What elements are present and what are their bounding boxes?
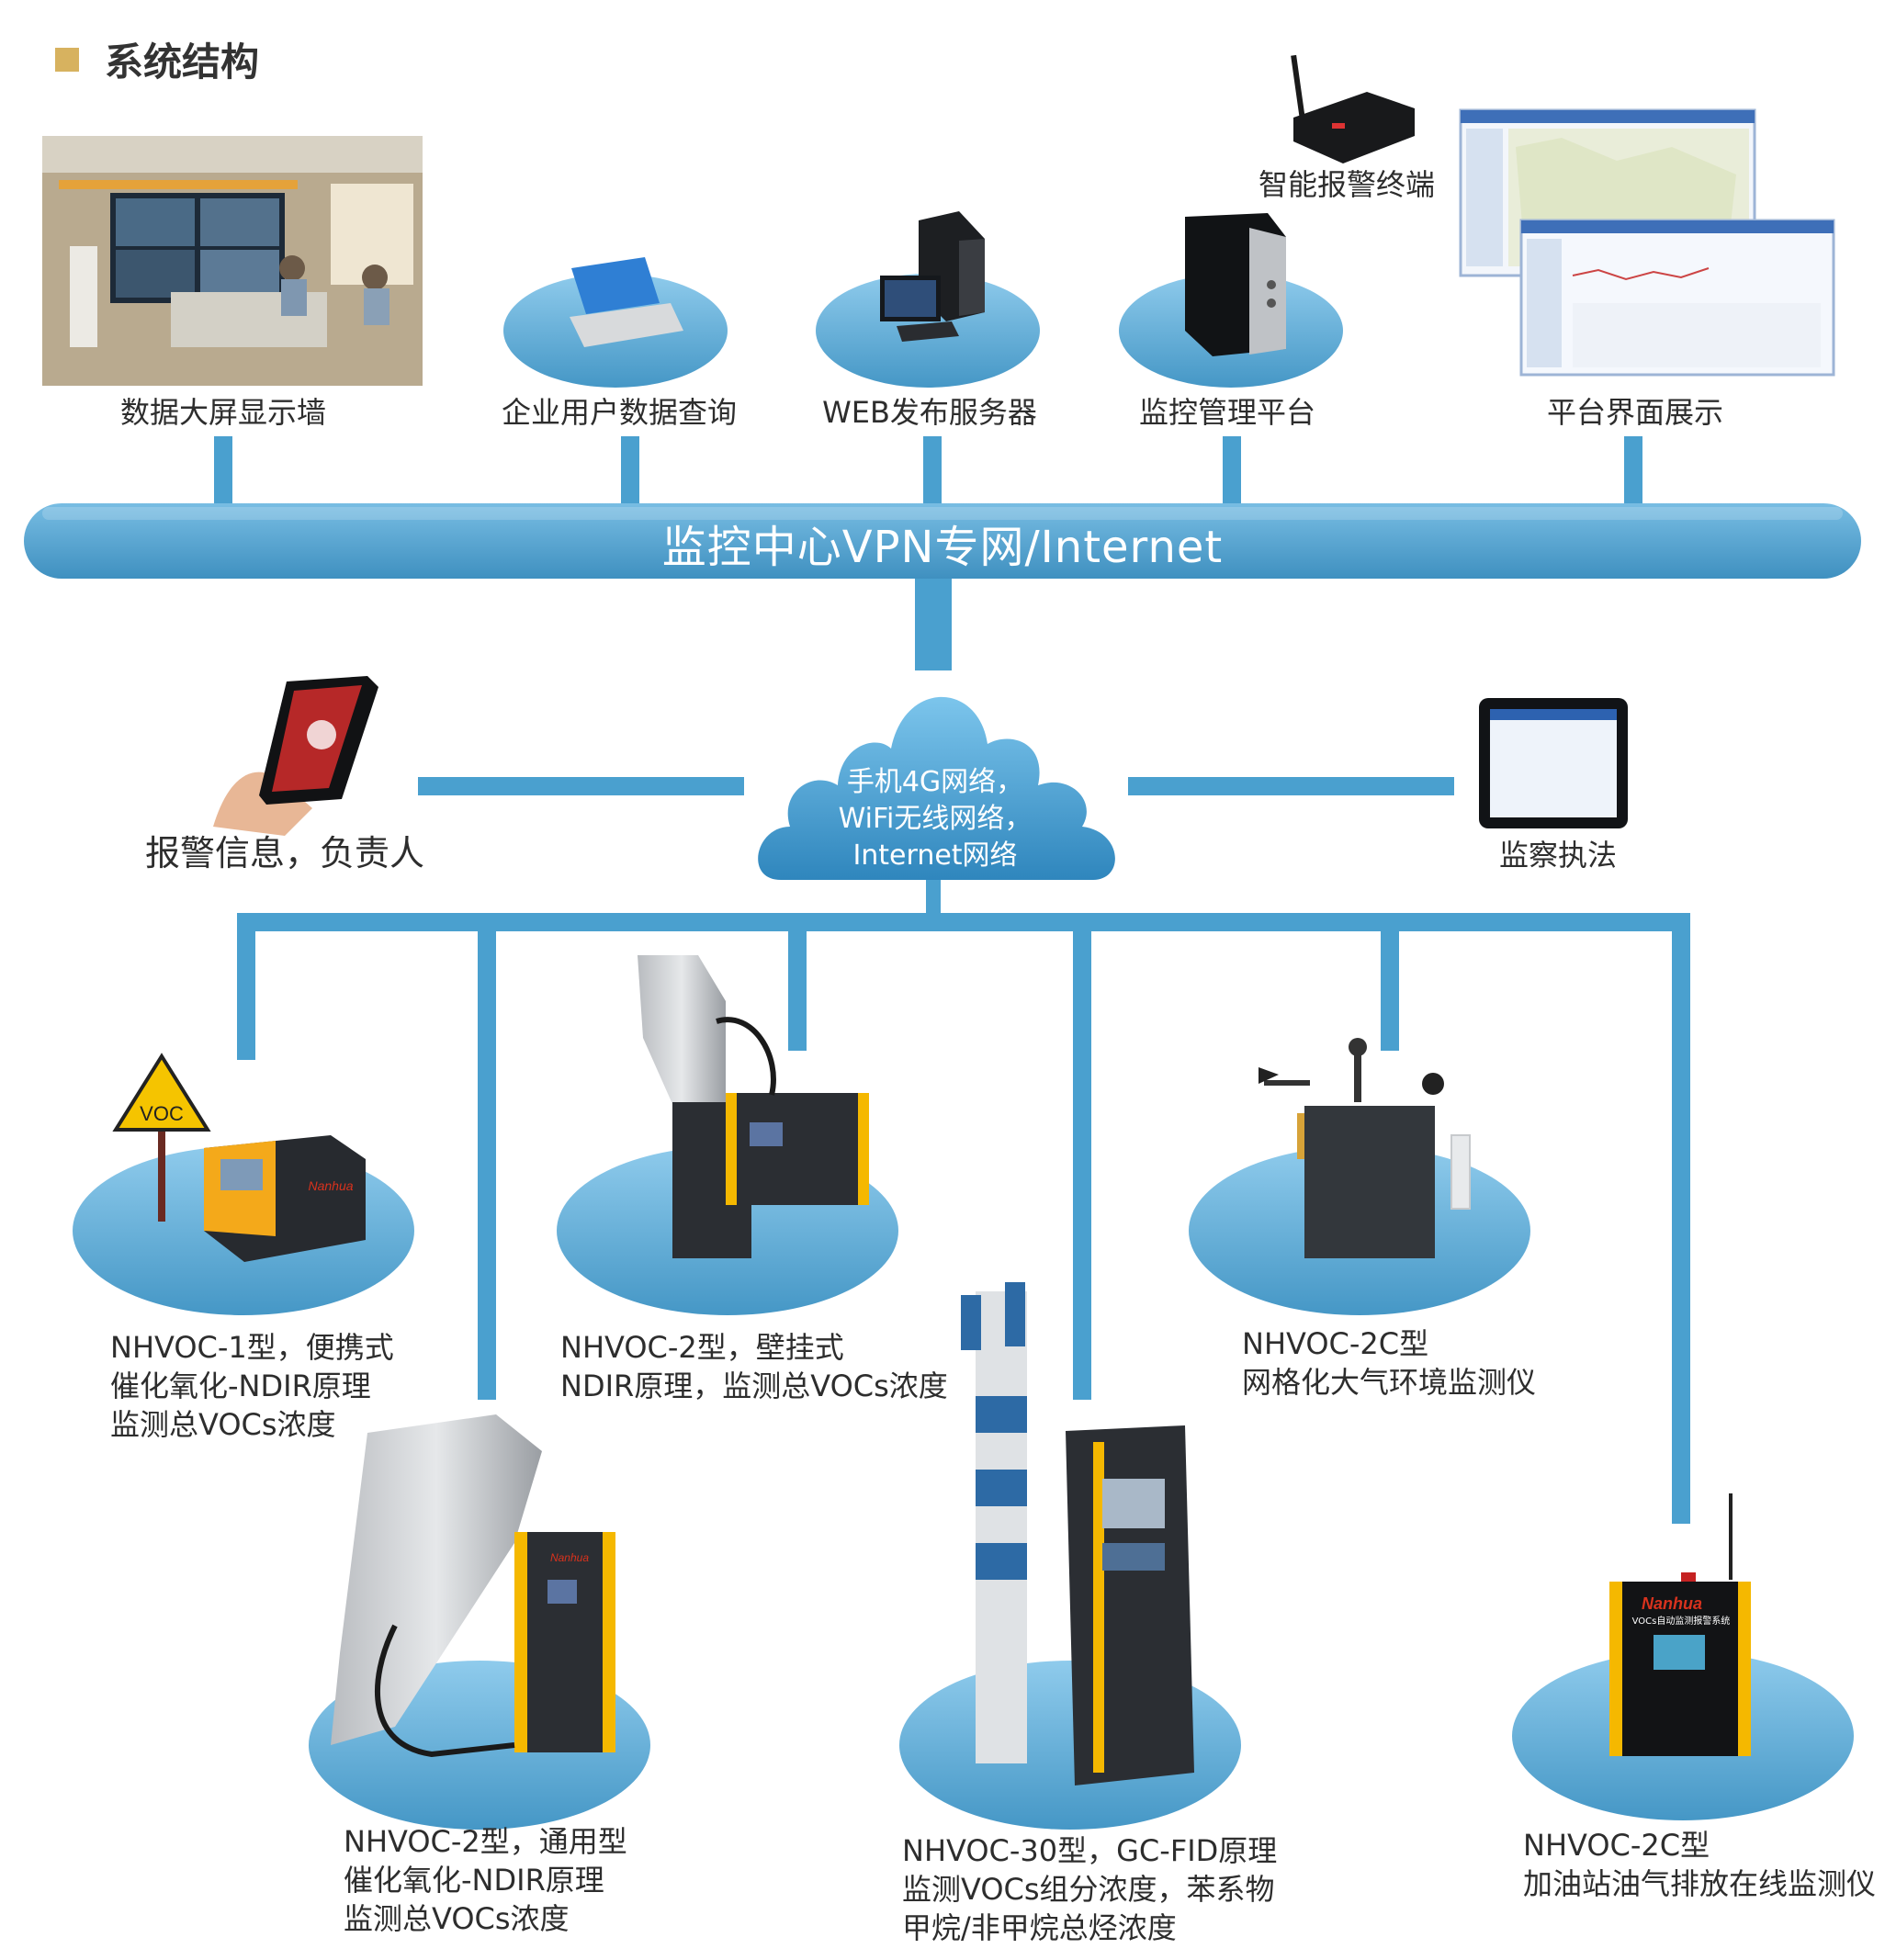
device-label-wall-mounted: NHVOC-2型，壁挂式 NDIR原理，监测总VOCs浓度 xyxy=(560,1328,948,1405)
cloud-line: Internet网络 xyxy=(852,839,1018,872)
cloud-line: 手机4G网络， xyxy=(846,766,1024,798)
device-label-line: NHVOC-30型，GC-FID原理 xyxy=(902,1833,1278,1868)
device-label-line: NHVOC-2C型 xyxy=(1523,1828,1710,1863)
network-bus-label: 监控中心VPN专网/Internet xyxy=(661,522,1224,573)
voc-sign-text: VOC xyxy=(140,1102,184,1125)
wall-mounted-analyzer-device xyxy=(638,955,869,1258)
page-title-text: 系统结构 xyxy=(105,39,260,84)
gc-fid-cabinet-device xyxy=(961,1282,1194,1785)
device-label-line: 监测VOCs组分浓度，苯系物 xyxy=(902,1872,1275,1907)
node-label-web-server: WEB发布服务器 xyxy=(822,395,1037,430)
node-label-display-wall: 数据大屏显示墙 xyxy=(119,395,327,430)
device-label-line: 监测总VOCs浓度 xyxy=(344,1901,570,1936)
node-label-monitoring-platform: 监控管理平台 xyxy=(1138,395,1316,430)
brand-logo: Nanhua xyxy=(550,1551,589,1564)
node-label-alarm-terminal: 智能报警终端 xyxy=(1258,167,1436,202)
phone-alarm-icon xyxy=(213,676,378,836)
node-label-platform-ui: 平台界面展示 xyxy=(1546,395,1724,430)
server-computer-icon xyxy=(880,211,985,342)
device-label-line: 催化氧化-NDIR原理 xyxy=(344,1863,604,1898)
cloud-icon xyxy=(758,696,1115,880)
device-label-gas-station: NHVOC-2C型 加油站油气排放在线监测仪 xyxy=(1523,1826,1876,1903)
device-label-line: 监测总VOCs浓度 xyxy=(110,1407,336,1442)
device-label-grid-monitor: NHVOC-2C型 网格化大气环境监测仪 xyxy=(1242,1324,1536,1402)
alarm-terminal-icon xyxy=(1291,54,1415,163)
device-label-line: NDIR原理，监测总VOCs浓度 xyxy=(560,1369,948,1403)
device-label-gc-fid: NHVOC-30型，GC-FID原理 监测VOCs组分浓度，苯系物 甲烷/非甲烷… xyxy=(902,1831,1277,1947)
device-label-line: NHVOC-1型，便携式 xyxy=(110,1330,394,1365)
device-label-line: 加油站油气排放在线监测仪 xyxy=(1523,1866,1877,1901)
portable-analyzer-device: VOC Nanhua xyxy=(112,1053,366,1262)
device-label-line: NHVOC-2型，壁挂式 xyxy=(560,1330,844,1365)
brand-logo: Nanhua xyxy=(1642,1594,1702,1613)
connectors xyxy=(214,436,1690,1524)
platform-ui-screens xyxy=(1459,108,1835,377)
monitoring-platform-server-icon xyxy=(1185,213,1286,356)
node-label-enterprise-query: 企业用户数据查询 xyxy=(501,395,738,430)
brand-logo: Nanhua xyxy=(308,1178,353,1193)
title-square-icon xyxy=(55,47,79,72)
display-wall-photo xyxy=(42,136,423,386)
grid-atmospheric-monitor-device xyxy=(1259,1038,1471,1258)
laptop-icon xyxy=(570,257,683,347)
node-label-alarm-info: 报警信息，负责人 xyxy=(144,833,425,873)
device-label-portable: NHVOC-1型，便携式 催化氧化-NDIR原理 监测总VOCs浓度 xyxy=(110,1328,394,1444)
device-label-line: NHVOC-2C型 xyxy=(1242,1326,1429,1361)
device-label-line: 催化氧化-NDIR原理 xyxy=(110,1369,371,1403)
page-title: 系统结构 xyxy=(55,31,259,87)
cloud-line: WiFi无线网络， xyxy=(838,803,1033,835)
device-panel-text: VOCs自动监测报警系统 xyxy=(1632,1615,1731,1627)
device-label-line: 甲烷/非甲烷总烃浓度 xyxy=(902,1910,1177,1945)
gas-station-monitor-device: Nanhua VOCs自动监测报警系统 xyxy=(1609,1493,1751,1756)
device-label-line: NHVOC-2型，通用型 xyxy=(344,1824,627,1859)
cloud-label: 手机4G网络， WiFi无线网络， Internet网络 xyxy=(839,764,1033,874)
tablet-icon xyxy=(1479,698,1628,828)
device-label-general-purpose: NHVOC-2型，通用型 催化氧化-NDIR原理 监测总VOCs浓度 xyxy=(344,1822,627,1938)
device-label-line: 网格化大气环境监测仪 xyxy=(1242,1365,1537,1400)
network-bus xyxy=(24,503,1861,579)
node-label-inspection: 监察执法 xyxy=(1498,838,1618,873)
general-purpose-analyzer-device: Nanhua xyxy=(331,1414,615,1758)
